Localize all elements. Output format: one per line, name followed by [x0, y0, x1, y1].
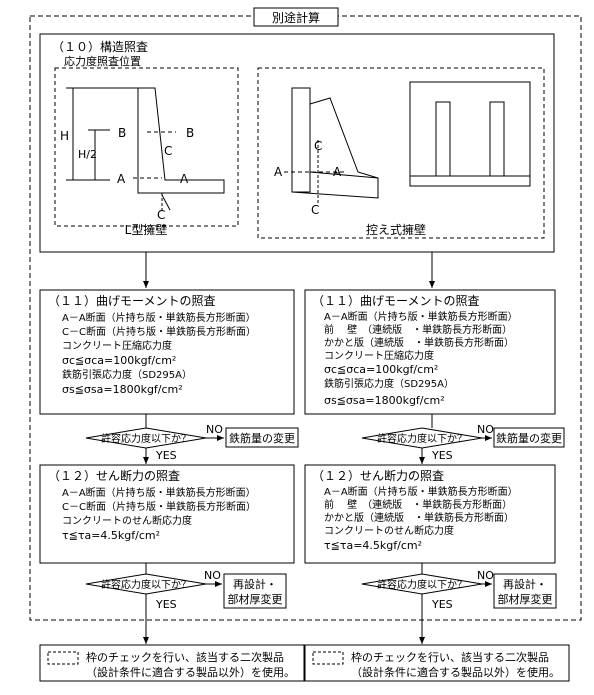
- counterfort-wall-diagram: A A C C: [257, 67, 545, 239]
- label-h2: H/2: [78, 148, 97, 161]
- left-shear-line-4: τ≦τa=4.5kgf/cm²: [62, 529, 160, 542]
- label-c-cf-top: C: [314, 139, 322, 153]
- left-shear-line-3: コンクリートのせん断応力度: [62, 514, 192, 527]
- left-decision-1-question: 許容応力度以下か？: [101, 432, 191, 445]
- structure-heading: （１０）構造照査: [52, 40, 148, 54]
- label-b-right: B: [186, 126, 194, 140]
- right-bending-line-5: σc≦σca=100kgf/cm²: [324, 363, 438, 376]
- right-bending-line-2: 前 壁 （連続版 ・単鉄筋長方形断面）: [324, 323, 512, 336]
- right-bending-line-3: かかと版（連続版 ・単鉄筋長方形断面）: [324, 336, 514, 349]
- left-bending-heading: （１１）曲げモーメントの照査: [48, 294, 216, 308]
- left-bottom-line-1: 枠のチェックを行い、該当する二次製品: [86, 650, 284, 664]
- right-bottom-line-1: 枠のチェックを行い、該当する二次製品: [351, 650, 549, 664]
- left-dashed-frame-icon: [47, 651, 79, 665]
- frame-title: 別途計算: [272, 10, 320, 25]
- left-decision-1-yes: YES: [155, 449, 177, 462]
- label-a-left: A: [117, 172, 126, 186]
- left-bending-line-3: コンクリート圧縮応力度: [62, 339, 172, 352]
- right-diagram-caption: 控え式擁壁: [366, 222, 426, 237]
- right-shear-line-2: 前 壁 （連続版 ・単鉄筋長方形断面）: [324, 498, 512, 511]
- left-bending-line-6: σs≦σsa=1800kgf/cm²: [62, 383, 183, 396]
- left-shear-line-1: A－A断面（片持ち版・単鉄筋長方形断面）: [62, 486, 256, 499]
- left-decision-1-no: NO: [206, 423, 223, 436]
- right-shear-heading: （１２）せん断力の照査: [312, 468, 444, 483]
- left-rebar-change-label: 鉄筋量の変更: [229, 431, 295, 445]
- left-decision-2-question: 許容応力度以下か？: [101, 578, 191, 591]
- right-bending-box: [304, 289, 556, 415]
- right-redesign-line-1: 再設計・: [503, 577, 547, 591]
- right-bending-line-1: A－A断面（片持ち版・単鉄筋長方形断面）: [324, 310, 518, 323]
- l-type-wall-diagram: H H/2 B B A A C C: [54, 67, 239, 227]
- right-decision-1-question: 許容応力度以下か？: [377, 432, 467, 445]
- left-bending-box: [39, 289, 295, 415]
- right-bending-heading: （１１）曲げモーメントの照査: [312, 294, 480, 308]
- left-bending-line-2: C－C断面（片持ち版・単鉄筋長方形断面）: [62, 325, 256, 338]
- label-a-cf-left: A: [274, 165, 283, 179]
- right-bending-line-6: 鉄筋引張応力度（SD295A）: [324, 377, 454, 390]
- label-a-cf-right: A: [333, 165, 342, 179]
- left-shear-box: [39, 464, 295, 564]
- right-decision-1-yes: YES: [431, 449, 453, 462]
- left-rebar-change-box: [225, 427, 299, 448]
- left-shear-heading: （１２）せん断力の照査: [48, 468, 180, 483]
- right-bending-line-7: σs≦σsa=1800kgf/cm²: [324, 394, 445, 407]
- left-shear-line-2: C－C断面（片持ち版・単鉄筋長方形断面）: [62, 500, 256, 513]
- structure-box: [39, 33, 555, 253]
- left-bending-line-1: A－A断面（片持ち版・単鉄筋長方形断面）: [62, 311, 256, 324]
- label-c-top: C: [164, 144, 172, 158]
- left-redesign-line-1: 再設計・: [233, 577, 277, 591]
- right-decision-2-no: NO: [477, 569, 494, 582]
- label-c-cf-bottom: C: [311, 203, 319, 217]
- label-b-left: B: [118, 126, 126, 140]
- right-redesign-box: [493, 573, 557, 609]
- right-bending-line-4: コンクリート圧縮応力度: [324, 349, 434, 362]
- left-bending-line-4: σc≦σca=100kgf/cm²: [62, 354, 176, 367]
- right-shear-line-4: コンクリートのせん断応力度: [324, 524, 454, 537]
- left-decision-2-no: NO: [204, 569, 221, 582]
- structure-subheading: 応力度照査位置: [64, 54, 141, 68]
- right-bottom-box: [304, 644, 570, 682]
- right-shear-line-3: かかと版（連続版 ・単鉄筋長方形断面）: [324, 511, 514, 524]
- left-bottom-line-2: （設計条件に適合する製品以外）を使用。: [86, 665, 295, 679]
- right-decision-1-no: NO: [477, 423, 494, 436]
- left-bottom-box: [39, 644, 305, 682]
- right-bottom-line-2: （設計条件に適合する製品以外）を使用。: [351, 665, 560, 679]
- label-h: H: [60, 129, 69, 143]
- left-redesign-box: [223, 573, 287, 609]
- right-decision-2-question: 許容応力度以下か？: [377, 578, 467, 591]
- right-shear-line-1: A－A断面（片持ち版・単鉄筋長方形断面）: [324, 485, 518, 498]
- right-shear-line-5: τ≦τa=4.5kgf/cm²: [324, 539, 422, 552]
- right-rebar-change-box: [493, 427, 565, 448]
- right-shear-box: [304, 464, 556, 564]
- left-decision-2-yes: YES: [155, 598, 177, 611]
- label-c-bottom: C: [157, 208, 165, 222]
- right-rebar-change-label: 鉄筋量の変更: [496, 431, 562, 445]
- right-dashed-frame-icon: [312, 651, 344, 665]
- label-a-right: A: [180, 172, 189, 186]
- left-redesign-line-2: 部材厚変更: [228, 592, 283, 606]
- right-redesign-line-2: 部材厚変更: [498, 592, 553, 606]
- left-bending-line-5: 鉄筋引張応力度（SD295A）: [62, 368, 192, 381]
- right-decision-2-yes: YES: [431, 598, 453, 611]
- left-diagram-caption: L型擁壁: [125, 222, 168, 237]
- frame-title-box: [253, 7, 339, 27]
